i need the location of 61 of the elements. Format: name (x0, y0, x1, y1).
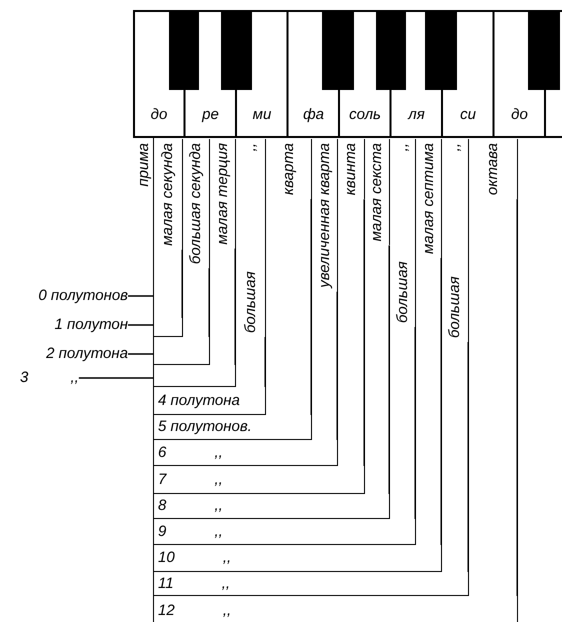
interval-label: квинта (341, 143, 360, 196)
note-label: до (511, 106, 528, 122)
note-label: соль (349, 106, 381, 122)
bracket-row (154, 519, 416, 545)
interval-label: большая ,, (392, 143, 412, 323)
interval-label: большая ,, (445, 143, 464, 338)
semitone-label: 7 ,, (158, 470, 223, 488)
interval-label: большая ,, (240, 143, 260, 333)
leader-line (128, 324, 154, 326)
leader-line (78, 377, 154, 379)
interval-label: большая секунда (186, 143, 205, 264)
interval-label: малая секунда (158, 143, 177, 246)
semitone-label: 8 ,, (158, 497, 223, 515)
note-label: ре (202, 106, 219, 122)
bracket-row (154, 494, 390, 519)
leader-line (128, 295, 154, 297)
bracket-line (264, 337, 266, 387)
bracket-line (310, 198, 312, 415)
note-label: ми (252, 106, 272, 122)
bracket-row (154, 415, 312, 440)
bracket-line (388, 245, 390, 494)
bracket-row (154, 572, 469, 596)
bracket-line (468, 342, 469, 572)
bracket-line (208, 268, 210, 337)
interval-label: октава (483, 143, 502, 196)
bracket-row (154, 318, 183, 337)
note-label: фа (303, 106, 324, 122)
bracket-line (440, 258, 442, 545)
semitone-label: 5 полутонов. (158, 418, 252, 436)
bracket-line (516, 199, 518, 596)
bracket-row (154, 387, 266, 415)
semitone-label: 12 ,, (158, 602, 232, 620)
semitone-label: 2 полутона (46, 345, 128, 363)
leader-line (128, 353, 154, 355)
bracket-line (182, 250, 183, 318)
bracket-row (154, 545, 442, 572)
semitone-label: 11 ,, (158, 574, 230, 592)
note-label: си (460, 106, 476, 122)
interval-label: малая септима (418, 143, 438, 254)
interval-label: кварта (278, 143, 298, 195)
semitone-label: 10 ,, (158, 549, 232, 567)
bracket-row (154, 466, 365, 494)
interval-label: малая секста (367, 143, 386, 242)
bracket-row (154, 365, 236, 387)
bracket-line (364, 199, 365, 466)
bracket-line (234, 248, 236, 365)
interval-label: увеличенная кварта (314, 143, 334, 288)
bracket-line (336, 292, 338, 440)
semitone-label: 1 полутон (54, 316, 128, 334)
note-label: ля (408, 106, 425, 122)
bracket-row (154, 440, 338, 466)
bracket-row (154, 337, 210, 365)
semitone-label: 9 ,, (158, 522, 223, 540)
interval-label: малая терция (212, 143, 232, 245)
semitone-label: 3 ,, (20, 369, 79, 387)
semitone-label: 0 полутонов (38, 287, 128, 305)
interval-label: прима (134, 143, 152, 187)
semitone-label: 4 полутона (158, 392, 240, 410)
bracket-line (414, 327, 416, 519)
semitone-label: 6 ,, (158, 444, 223, 462)
note-label: до (150, 106, 168, 122)
